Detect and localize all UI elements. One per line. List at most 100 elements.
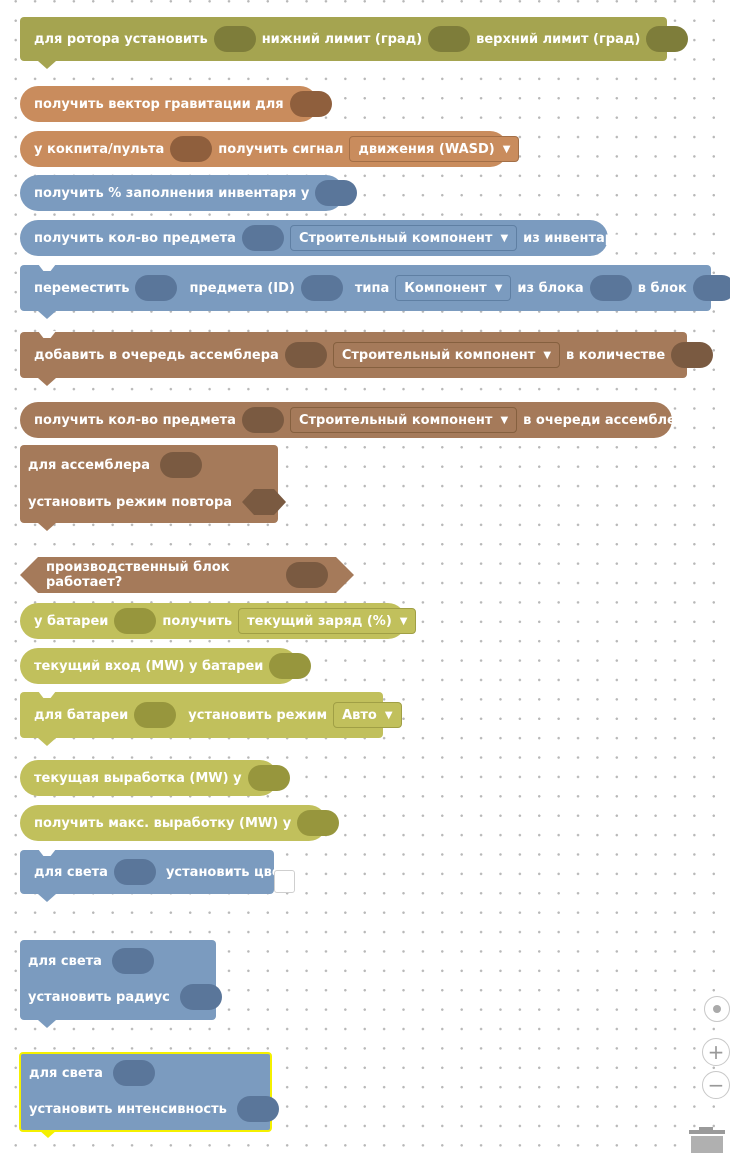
assembler-slot[interactable] [160,452,203,478]
gravity-vector-block[interactable]: получить вектор гравитации для [20,86,332,122]
battery-mode-block[interactable]: для батареи установить режим Авто▼ [20,691,402,746]
count-slot[interactable] [135,275,178,301]
block-text: нижний лимит (град) [261,31,423,47]
block-text: получить кол-во предмета [34,230,236,246]
battery-property-dropdown[interactable]: текущий заряд (%) ▼ [238,608,417,634]
item-type-dropdown[interactable]: Строительный компонент ▼ [332,342,561,368]
battery-get-block[interactable]: у батареи получить текущий заряд (%) ▼ [20,603,417,639]
block-text: текущая выработка (MW) у [34,770,242,786]
block-text: типа [354,280,390,296]
block-text: получить [162,613,233,629]
intensity-slot[interactable] [236,1096,279,1122]
color-swatch[interactable] [274,870,295,893]
block-text: текущий вход (MW) у батареи [34,658,264,674]
block-text: установить радиус [28,989,170,1005]
assembler-add-block[interactable]: добавить в очередь ассемблера Строительн… [20,331,714,386]
block-text: предмета (ID) [189,280,295,296]
lower-limit-slot[interactable] [428,26,471,52]
plus-icon: + [707,1040,725,1064]
max-output-block[interactable]: получить макс. выработку (MW) у [20,805,340,841]
dropdown-value: Строительный компонент [341,347,536,363]
input-slot[interactable] [241,407,284,433]
block-notch-top [38,331,56,338]
input-slot[interactable] [286,562,328,588]
light-color-block[interactable]: для света установить цвет [20,849,288,902]
boolean-slot[interactable] [242,489,287,515]
inventory-fill-block[interactable]: получить % заполнения инвентаря у [20,175,358,211]
block-text: в количестве [566,347,666,363]
block-text: получить % заполнения инвентаря у [34,185,310,201]
light-radius-block[interactable]: для света установить радиус [20,940,222,1028]
block-text: в блок [637,280,687,296]
block-notch [38,378,56,386]
assembler-repeat-block[interactable]: для ассемблера установить режим повтора [20,445,287,531]
production-working-block[interactable]: производственный блок работает? [20,557,354,593]
to-block-slot[interactable] [692,275,730,301]
chevron-down-icon: ▼ [399,615,408,627]
block-text: установить интенсивность [29,1101,227,1117]
zoom-out-button[interactable]: − [702,1071,730,1099]
chevron-down-icon: ▼ [384,709,393,721]
from-block-slot[interactable] [589,275,632,301]
quantity-slot[interactable] [671,342,714,368]
block-notch-top [38,691,56,698]
block-notch [38,61,56,69]
chevron-down-icon: ▼ [502,143,511,155]
trash-icon[interactable] [687,1127,727,1153]
item-type-dropdown[interactable]: Строительный компонент▼ [289,407,518,433]
rotor-input-slot[interactable] [213,26,256,52]
recenter-button[interactable] [704,996,730,1022]
block-text: из блока [517,280,584,296]
block-notch [38,738,56,746]
block-text: получить вектор гравитации для [34,96,284,112]
block-text: переместить [34,280,130,296]
light-slot[interactable] [111,948,154,974]
block-text: для ротора установить [34,31,208,47]
dropdown-value: Строительный компонент [298,412,493,428]
light-slot[interactable] [113,859,156,885]
item-count-inventory-block[interactable]: получить кол-во предмета Строительный ко… [20,220,622,256]
dropdown-value: текущий заряд (%) [247,613,392,629]
assembler-count-block[interactable]: получить кол-во предмета Строительный ко… [20,402,694,438]
light-intensity-block[interactable]: для света установить интенсивность [19,1052,279,1138]
item-id-slot[interactable] [300,275,343,301]
light-slot[interactable] [112,1060,155,1086]
rotor-limits-block[interactable]: для ротора установить нижний лимит (град… [20,17,689,69]
block-text: установить режим повтора [28,494,233,510]
dropdown-value: Строительный компонент [298,230,493,246]
chevron-down-icon: ▼ [543,349,552,361]
item-type-dropdown[interactable]: Строительный компонент▼ [289,225,518,251]
chevron-down-icon: ▼ [494,282,503,294]
input-slot[interactable] [241,225,284,251]
block-text: добавить в очередь ассемблера [34,347,279,363]
block-text: у батареи [34,613,109,629]
block-text: получить макс. выработку (MW) у [34,815,292,831]
upper-limit-slot[interactable] [646,26,689,52]
block-notch-top [38,264,56,271]
block-text: для света [28,953,102,969]
input-slot[interactable] [297,810,340,836]
battery-input-block[interactable]: текущий вход (MW) у батареи [20,648,312,684]
cockpit-signal-block[interactable]: у кокпита/пульта получить сигнал движени… [20,131,520,167]
input-slot[interactable] [247,765,290,791]
block-text: для батареи [34,707,129,723]
block-text: установить цвет [165,864,289,880]
battery-slot[interactable] [134,702,177,728]
move-item-block[interactable]: переместить предмета (ID) типа Компонент… [20,264,730,319]
battery-mode-dropdown[interactable]: Авто ▼ [333,702,402,728]
radius-slot[interactable] [179,984,222,1010]
block-notch [38,894,56,902]
type-dropdown[interactable]: Компонент▼ [395,275,512,301]
input-slot[interactable] [315,180,358,206]
dropdown-value: Авто [342,707,377,723]
block-notch [38,1020,56,1028]
assembler-slot[interactable] [284,342,327,368]
battery-slot[interactable] [114,608,157,634]
input-slot[interactable] [289,91,332,117]
signal-dropdown[interactable]: движения (WASD)▼ [349,136,520,162]
zoom-in-button[interactable]: + [702,1038,730,1066]
current-output-block[interactable]: текущая выработка (MW) у [20,760,290,796]
target-icon [713,1005,721,1013]
input-slot[interactable] [170,136,213,162]
input-slot[interactable] [269,653,312,679]
